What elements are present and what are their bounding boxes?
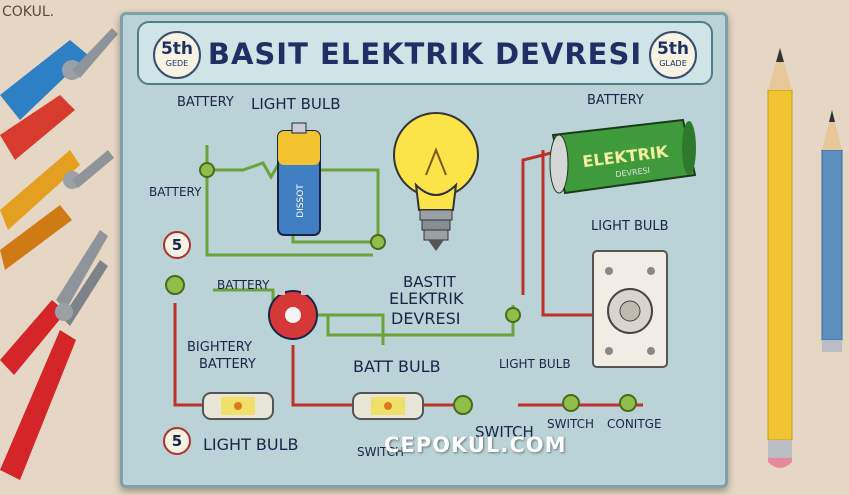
label-conitge: CONITGE bbox=[607, 417, 662, 431]
label-bastit: BASTIT bbox=[403, 273, 456, 291]
label-battery: BATTERY bbox=[199, 357, 256, 372]
label-light-bulb: LIGHT BULB bbox=[203, 435, 299, 454]
grade-number: 5th bbox=[656, 39, 690, 59]
brand-text: CEPOKUL.COM bbox=[384, 433, 567, 457]
label-light-bulb: LIGHT BULB bbox=[591, 219, 669, 234]
number-circle: 5 bbox=[163, 427, 191, 455]
blue-pencil-icon bbox=[821, 110, 843, 352]
number-circle: 5 bbox=[163, 231, 191, 259]
small-battery-text: DISSOT bbox=[296, 184, 306, 218]
switch-icon bbox=[268, 283, 318, 340]
grade-badge-left: 5th GEDE bbox=[153, 31, 201, 79]
socket-icon bbox=[592, 250, 668, 368]
circuit-diagram: DISSOT ELEKTRIK DEVRESI bbox=[165, 112, 697, 420]
light-bulb-icon bbox=[393, 112, 479, 251]
grade-sub: GEDE bbox=[165, 59, 189, 68]
circuit-board: 5th GEDE BASIT ELEKTRIK DEVRESI 5th GLAD… bbox=[120, 12, 728, 488]
yellow-pencil-icon bbox=[767, 48, 793, 468]
battery-icon: DISSOT bbox=[277, 122, 321, 236]
label-switch: SWITCH bbox=[547, 417, 595, 431]
label-battery: BATTERY bbox=[217, 278, 270, 292]
label-devresi: DEVRESI bbox=[391, 309, 461, 328]
label-battery: BATTERY bbox=[587, 93, 644, 108]
pliers-icon bbox=[0, 28, 118, 160]
label-battery: BATTERY bbox=[149, 185, 202, 199]
watermark: COKUL. bbox=[2, 4, 55, 20]
label-switch: SWITCH bbox=[475, 423, 534, 441]
resistor-icon bbox=[352, 392, 424, 420]
resistor-icon bbox=[202, 392, 274, 420]
label-bightery: BIGHTERY bbox=[187, 340, 252, 355]
green-battery-icon: ELEKTRIK DEVRESI bbox=[549, 118, 697, 195]
wire-cutter-icon bbox=[0, 150, 114, 270]
label-light-bulb: LIGHT BULB bbox=[499, 357, 571, 371]
title-bar: 5th GEDE BASIT ELEKTRIK DEVRESI 5th GLAD… bbox=[137, 21, 713, 85]
pliers-red-icon bbox=[0, 230, 108, 480]
label-light-bulb: LIGHT BULB bbox=[251, 95, 341, 113]
grade-badge-right: 5th GLADE bbox=[649, 31, 697, 79]
connector-icons bbox=[165, 162, 637, 415]
label-elektrik: ELEKTRIK bbox=[389, 289, 464, 308]
label-battery: BATTERY bbox=[177, 95, 234, 110]
grade-sub: GLADE bbox=[659, 59, 687, 68]
label-batt-bulb: BATT BULB bbox=[353, 357, 441, 376]
grade-number: 5th bbox=[160, 39, 194, 59]
page-title: BASIT ELEKTRIK DEVRESI bbox=[207, 37, 643, 71]
label-switch: SWITCH bbox=[357, 445, 405, 459]
battery-body-sub: DEVRESI bbox=[615, 166, 651, 179]
